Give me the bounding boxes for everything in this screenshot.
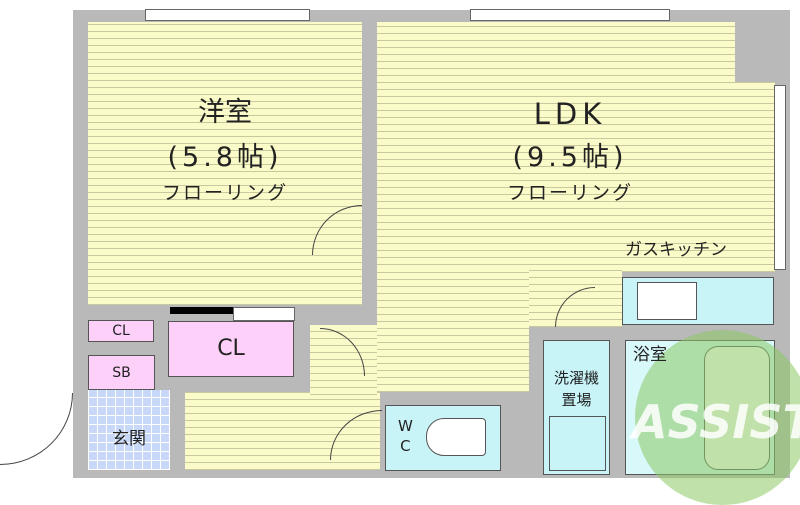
washer-space: 洗濯機 置場 bbox=[543, 340, 610, 475]
western-room-size: (5.8帖) bbox=[167, 142, 283, 173]
window bbox=[774, 85, 786, 270]
western-room bbox=[88, 22, 362, 305]
kitchen-counter bbox=[622, 277, 774, 325]
ldk-floor: フローリング bbox=[506, 182, 633, 204]
closet-small-label: CL bbox=[112, 323, 130, 339]
shoe-box-label: SB bbox=[112, 365, 131, 381]
ldk-room bbox=[377, 22, 775, 272]
washer-label: 洗濯機 置場 bbox=[553, 369, 599, 409]
ldk-name: LDK bbox=[533, 97, 607, 131]
closet-large: CL bbox=[168, 321, 294, 377]
ldk-size: (9.5帖) bbox=[512, 142, 628, 173]
closet-door bbox=[170, 307, 233, 314]
assist-logo bbox=[635, 330, 800, 505]
wc-label: W C bbox=[398, 417, 413, 455]
shoe-box: SB bbox=[88, 355, 155, 390]
western-room-floor: フローリング bbox=[161, 182, 288, 204]
window bbox=[470, 9, 670, 21]
western-room-name: 洋室 bbox=[198, 97, 252, 128]
washer-pan bbox=[549, 416, 606, 471]
ldk-lower bbox=[377, 270, 529, 392]
closet-large-label: CL bbox=[217, 336, 245, 361]
toilet bbox=[426, 418, 486, 456]
sink bbox=[637, 282, 697, 320]
assist-logo-text: ASSIST bbox=[632, 395, 800, 449]
closet-small: CL bbox=[88, 320, 154, 342]
window bbox=[145, 9, 310, 21]
pillar bbox=[735, 22, 790, 82]
entrance: 玄関 bbox=[88, 390, 170, 470]
bath-label: 浴室 bbox=[633, 345, 667, 365]
wc: W C bbox=[385, 405, 501, 471]
closet-door bbox=[233, 307, 295, 321]
kitchen-label: ガスキッチン bbox=[625, 240, 727, 260]
entrance-label: 玄関 bbox=[112, 429, 146, 449]
